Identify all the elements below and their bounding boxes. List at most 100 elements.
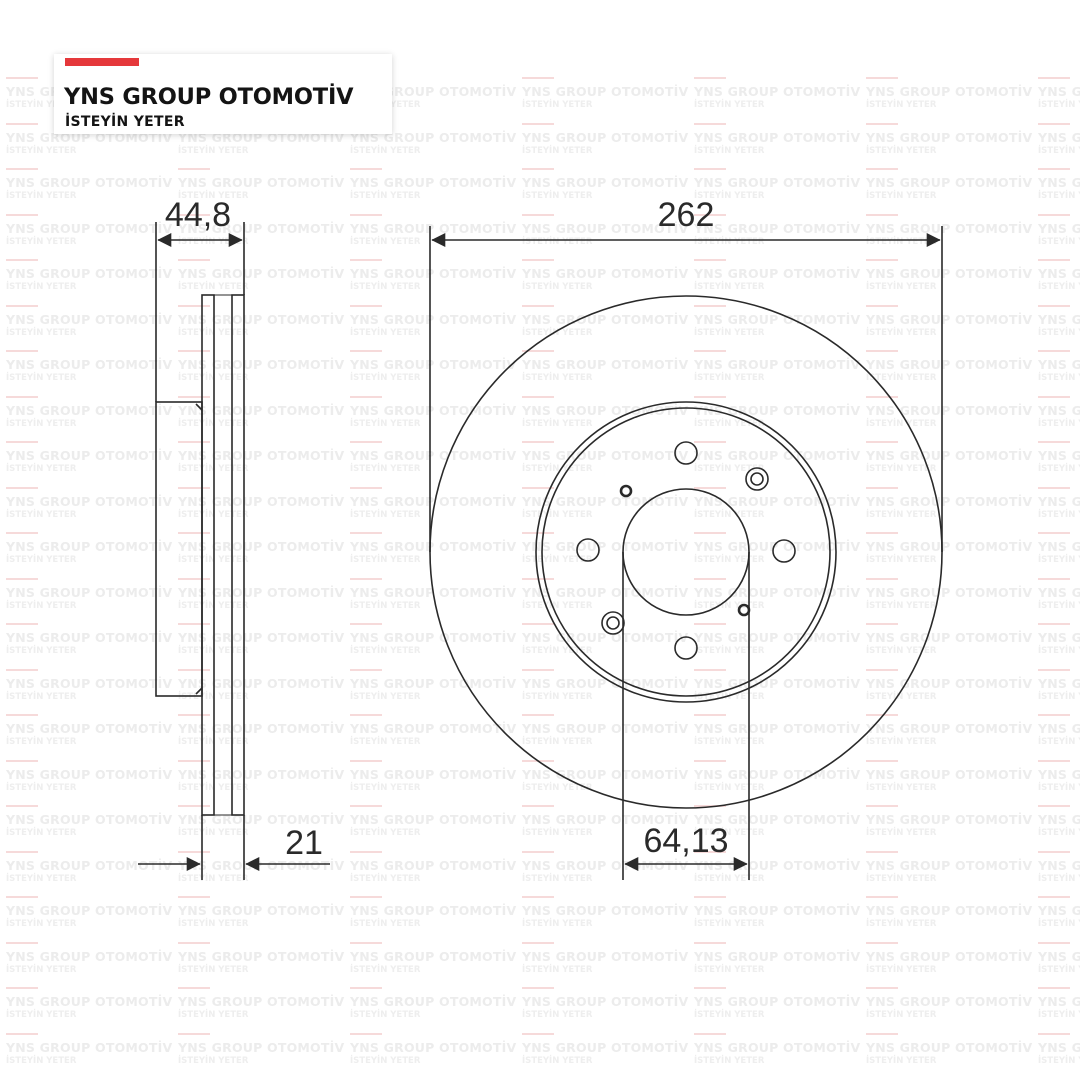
watermark-text: YNS GROUP OTOMOTİV: [522, 311, 689, 327]
watermark-text: YNS GROUP OTOMOTİV: [694, 175, 861, 190]
watermark-text: YNS GROUP OTOMOTİV: [6, 311, 173, 327]
watermark-slogan: İSTEYİN YETER: [866, 919, 937, 929]
watermark-bar: [6, 532, 38, 534]
watermark-text: YNS GROUP OTOMOTİV: [178, 311, 345, 327]
watermark-bar: [522, 850, 554, 853]
watermark-bar: [866, 714, 898, 716]
watermark-slogan: İSTEYİN YETER: [178, 145, 249, 156]
watermark-bar: [350, 350, 382, 352]
watermark-bar: [350, 577, 382, 580]
watermark-bar: [6, 805, 38, 807]
watermark-slogan: İSTEYİN YETER: [1038, 691, 1080, 702]
watermark-text: YNS GROUP OTOMOTİV: [178, 857, 345, 873]
watermark-bar: [522, 714, 554, 716]
watermark-bar: [178, 805, 210, 807]
watermark-slogan: İSTEYİN YETER: [694, 1010, 765, 1020]
watermark-slogan: İSTEYİN YETER: [866, 1010, 937, 1020]
watermark-bar: [694, 714, 726, 716]
watermark-slogan: İSTEYİN YETER: [6, 782, 77, 793]
watermark-bar: [1038, 759, 1070, 762]
watermark-slogan: İSTEYİN YETER: [178, 964, 249, 975]
watermark-slogan: İSTEYİN YETER: [694, 191, 765, 201]
watermark-text: YNS GROUP OTOMOTİV: [178, 539, 345, 554]
watermark-text: YNS GROUP OTOMOTİV: [178, 584, 345, 600]
watermark-bar: [866, 623, 898, 625]
watermark-text: YNS GROUP OTOMOTİV: [522, 812, 689, 827]
watermark-bar: [178, 1032, 210, 1035]
watermark-bar: [350, 896, 382, 898]
watermark-text: YNS GROUP OTOMOTİV: [350, 220, 517, 236]
watermark-bar: [866, 941, 898, 944]
watermark-slogan: İSTEYİN YETER: [6, 373, 77, 383]
screw-hole-inner: [606, 616, 620, 630]
watermark-text: YNS GROUP OTOMOTİV: [350, 948, 517, 964]
watermark-slogan: İSTEYİN YETER: [522, 1055, 593, 1066]
watermark-slogan: İSTEYİN YETER: [522, 782, 593, 793]
watermark-text: YNS GROUP OTOMOTİV: [178, 402, 345, 418]
watermark-bar: [522, 259, 554, 261]
watermark-bar: [522, 122, 554, 125]
bolt-hole: [674, 441, 698, 465]
watermark-text: YNS GROUP OTOMOTİV: [522, 630, 689, 645]
watermark-bar: [350, 987, 382, 989]
watermark-text: YNS GROUP OTOMOTİV: [178, 994, 345, 1009]
watermark-slogan: İSTEYİN YETER: [866, 418, 937, 429]
watermark-slogan: İSTEYİN YETER: [522, 555, 593, 565]
watermark-bar: [694, 668, 726, 671]
watermark-bar: [522, 168, 554, 170]
watermark-bar: [1038, 213, 1070, 216]
watermark-bar: [694, 1032, 726, 1035]
watermark-text: YNS GROUP OTOMOTİV: [350, 675, 517, 691]
watermark-slogan: İSTEYİN YETER: [1038, 100, 1080, 110]
watermark-text: YNS GROUP OTOMOTİV: [866, 812, 1033, 827]
watermark-text: YNS GROUP OTOMOTİV: [6, 948, 173, 964]
watermark-text: YNS GROUP OTOMOTİV: [866, 493, 1033, 509]
watermark-bar: [6, 714, 38, 716]
brand-slogan: İSTEYİN YETER: [65, 114, 185, 130]
watermark-slogan: İSTEYİN YETER: [522, 1010, 593, 1020]
watermark-slogan: İSTEYİN YETER: [694, 100, 765, 110]
watermark-slogan: İSTEYİN YETER: [6, 737, 77, 747]
watermark-bar: [522, 623, 554, 625]
watermark-bar: [1038, 805, 1070, 807]
watermark-slogan: İSTEYİN YETER: [178, 373, 249, 383]
watermark-text: YNS GROUP OTOMOTİV: [866, 448, 1033, 463]
watermark-bar: [1038, 1032, 1070, 1035]
watermark-text: YNS GROUP OTOMOTİV: [866, 721, 1033, 736]
watermark-bar: [866, 259, 898, 261]
watermark-slogan: İSTEYİN YETER: [694, 373, 765, 383]
watermark-text: YNS GROUP OTOMOTİV: [6, 1039, 173, 1055]
watermark-text: YNS GROUP OTOMOTİV: [350, 266, 517, 281]
watermark-slogan: İSTEYİN YETER: [1038, 509, 1080, 520]
watermark-text: YNS GROUP OTOMOTİV: [350, 630, 517, 645]
watermark-slogan: İSTEYİN YETER: [350, 1010, 421, 1020]
watermark-bar: [694, 259, 726, 261]
watermark-bar: [178, 941, 210, 944]
watermark-text: YNS GROUP OTOMOTİV: [178, 1039, 345, 1055]
brand-logo: YNS GROUP OTOMOTİV İSTEYİN YETER: [54, 54, 392, 134]
watermark-text: YNS GROUP OTOMOTİV: [178, 630, 345, 645]
watermark-text: YNS GROUP OTOMOTİV: [1038, 857, 1080, 873]
watermark-slogan: İSTEYİN YETER: [350, 509, 421, 520]
watermark-text: YNS GROUP OTOMOTİV: [1038, 311, 1080, 327]
